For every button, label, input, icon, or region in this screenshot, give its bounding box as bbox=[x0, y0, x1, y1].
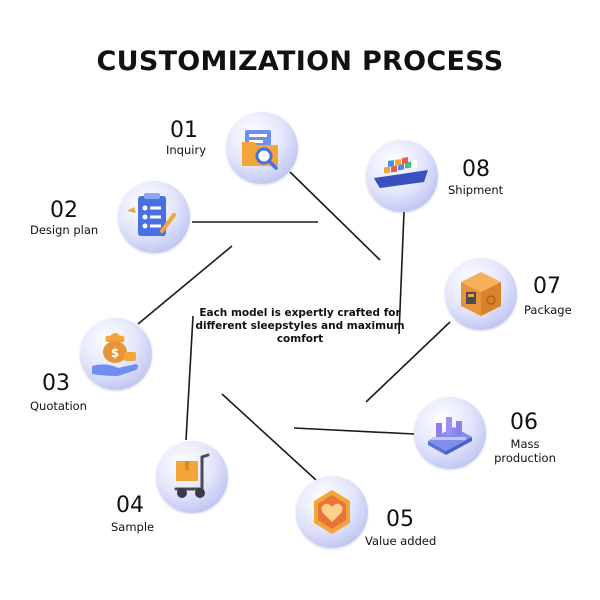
step-08-label: Shipment bbox=[448, 183, 504, 197]
factory-machine-icon bbox=[428, 417, 472, 455]
checklist-pen-icon bbox=[127, 193, 176, 236]
step-04-node bbox=[156, 441, 228, 513]
step-05-node bbox=[296, 476, 368, 548]
step-03-number: 03 bbox=[42, 371, 70, 396]
step-01-number: 01 bbox=[170, 118, 198, 143]
step-01-node bbox=[226, 112, 298, 184]
step-02-label: Design plan bbox=[30, 223, 99, 237]
step-07-node bbox=[445, 258, 517, 330]
step-07-label: Package bbox=[524, 303, 572, 317]
step-06-node bbox=[414, 397, 486, 469]
step-02-number: 02 bbox=[50, 198, 78, 223]
step-05-number: 05 bbox=[386, 507, 414, 532]
connector-line bbox=[185, 315, 194, 441]
connector-line bbox=[293, 427, 415, 435]
step-01-label: Inquiry bbox=[166, 143, 206, 157]
connector-line bbox=[137, 245, 233, 325]
step-06-number: 06 bbox=[510, 410, 538, 435]
center-description: Each model is expertly crafted for diffe… bbox=[195, 307, 405, 345]
step-08-number: 08 bbox=[462, 157, 490, 182]
cardboard-box-icon bbox=[461, 272, 501, 316]
page-title: CUSTOMIZATION PROCESS bbox=[96, 46, 504, 77]
money-hand-icon: $ bbox=[92, 333, 138, 376]
step-04-label: Sample bbox=[111, 520, 155, 534]
connector-line bbox=[365, 321, 451, 403]
step-04-number: 04 bbox=[116, 493, 144, 518]
connector-line bbox=[221, 393, 317, 481]
connector-line bbox=[289, 171, 381, 261]
folder-search-icon bbox=[242, 130, 278, 170]
connector-line bbox=[398, 211, 405, 335]
svg-text:$: $ bbox=[111, 346, 119, 360]
step-05-label: Value added bbox=[365, 534, 437, 548]
cargo-ship-icon bbox=[374, 157, 428, 188]
step-06-label: Mass production bbox=[494, 437, 556, 465]
step-03-label: Quotation bbox=[30, 399, 87, 413]
step-08-node bbox=[366, 140, 438, 212]
heart-badge-icon bbox=[314, 490, 350, 534]
step-07-number: 07 bbox=[533, 274, 561, 299]
step-03-node: $ bbox=[80, 318, 152, 390]
step-02-node bbox=[118, 181, 190, 253]
hand-truck-box-icon bbox=[174, 453, 210, 498]
